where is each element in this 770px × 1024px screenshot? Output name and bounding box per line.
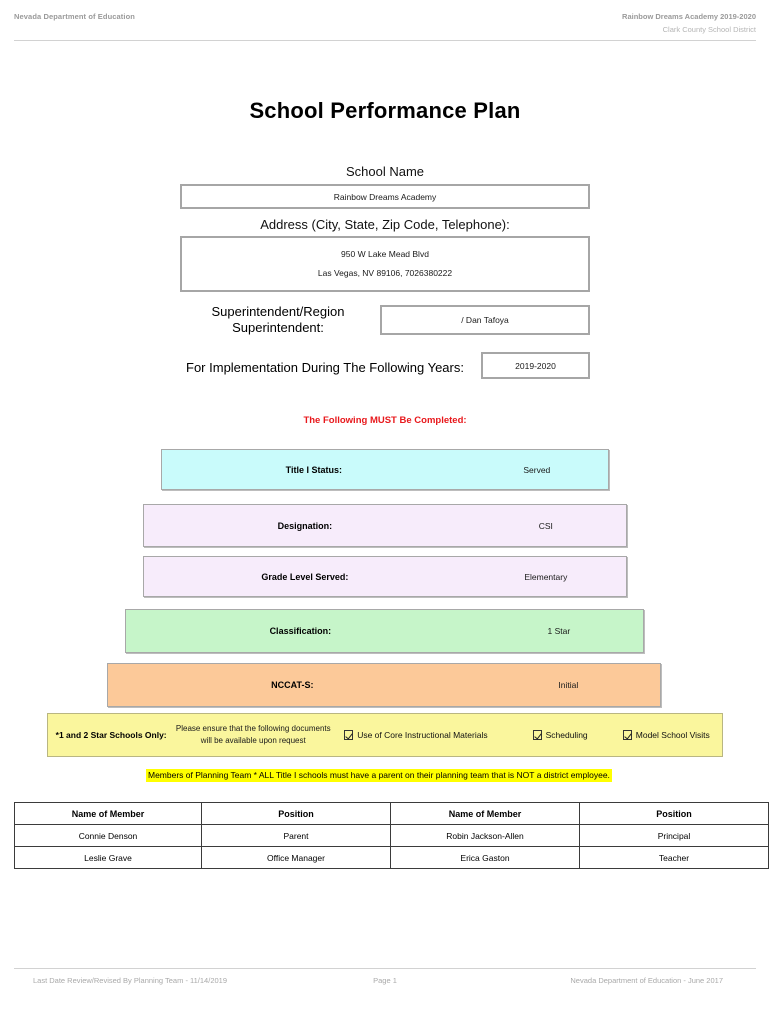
school-name-label: School Name: [345, 164, 425, 179]
column-header-position-1: Position: [201, 802, 391, 825]
page-header: Nevada Department of Education Rainbow D…: [0, 12, 770, 46]
member-position[interactable]: Teacher: [579, 846, 769, 869]
address-line-1: 950 W Lake Mead Blvd: [341, 249, 429, 259]
header-agency-name: Nevada Department of Education: [14, 12, 135, 21]
banner-label: Grade Level Served:: [261, 571, 349, 582]
footer-source: Nevada Department of Education - June 20…: [570, 976, 723, 985]
page-title: School Performance Plan: [249, 98, 521, 123]
implementation-years-field[interactable]: 2019-2020: [481, 352, 590, 379]
header-divider: [14, 40, 756, 41]
must-complete-notice: The Following MUST Be Completed:: [303, 415, 467, 426]
star-schools-note: Please ensure that the following documen…: [175, 724, 331, 745]
footer-divider: [14, 968, 756, 969]
banner-value: Served: [523, 464, 551, 475]
address-field[interactable]: 950 W Lake Mead Blvd Las Vegas, NV 89106…: [180, 236, 590, 292]
member-position[interactable]: Office Manager: [201, 846, 391, 869]
address-label: Address (City, State, Zip Code, Telephon…: [260, 217, 510, 232]
table-row: Leslie Grave Office Manager Erica Gaston…: [14, 846, 769, 869]
planning-team-note: Members of Planning Team * ALL Title I s…: [146, 769, 612, 782]
checkbox-label: Model School Visits: [635, 730, 710, 740]
banner-classification[interactable]: Classification: 1 Star: [125, 609, 644, 653]
address-line-2: Las Vegas, NV 89106, 7026380222: [317, 268, 453, 278]
banner-value: CSI: [538, 520, 553, 531]
table-header-row: Name of Member Position Name of Member P…: [14, 802, 769, 825]
header-school-year: Rainbow Dreams Academy 2019-2020: [622, 12, 756, 21]
member-name[interactable]: Erica Gaston: [390, 846, 580, 869]
column-header-position-2: Position: [579, 802, 769, 825]
implementation-years-label: For Implementation During The Following …: [186, 360, 464, 375]
banner-label: NCCAT-S:: [271, 680, 314, 690]
member-position[interactable]: Parent: [201, 824, 391, 847]
school-name-field[interactable]: Rainbow Dreams Academy: [180, 184, 590, 209]
member-name[interactable]: Robin Jackson-Allen: [390, 824, 580, 847]
checkbox-label: Use of Core Instructional Materials: [357, 730, 488, 740]
page-footer: Last Date Review/Revised By Planning Tea…: [0, 976, 770, 990]
column-header-name-2: Name of Member: [390, 802, 580, 825]
checkbox-model-school-visits[interactable]: Model School Visits: [622, 730, 722, 740]
banner-designation[interactable]: Designation: CSI: [143, 504, 627, 547]
table-row: Connie Denson Parent Robin Jackson-Allen…: [14, 824, 769, 847]
column-header-name-1: Name of Member: [14, 802, 202, 825]
checked-checkbox-icon[interactable]: [622, 730, 632, 740]
banner-nccat-s[interactable]: NCCAT-S: Initial: [107, 663, 661, 707]
banner-label: Title I Status:: [285, 464, 342, 475]
checkbox-scheduling[interactable]: Scheduling: [532, 730, 605, 740]
banner-label: Designation:: [277, 520, 333, 531]
school-name-value: Rainbow Dreams Academy: [333, 191, 437, 202]
planning-team-table: Name of Member Position Name of Member P…: [14, 802, 769, 869]
star-schools-label: *1 and 2 Star Schools Only:: [55, 730, 167, 740]
checkbox-label: Scheduling: [545, 730, 588, 740]
banner-value: Initial: [558, 680, 579, 690]
banner-grade-level-served[interactable]: Grade Level Served: Elementary: [143, 556, 627, 597]
banner-label: Classification:: [269, 626, 332, 636]
footer-page-number: Page 1: [373, 976, 397, 985]
checkbox-core-instructional-materials[interactable]: Use of Core Instructional Materials: [344, 730, 506, 740]
superintendent-value: / Dan Tafoya: [461, 315, 509, 325]
checked-checkbox-icon[interactable]: [532, 730, 542, 740]
footer-revision-date: Last Date Review/Revised By Planning Tea…: [33, 976, 228, 985]
header-district-name: Clark County School District: [662, 25, 756, 34]
member-name[interactable]: Connie Denson: [14, 824, 202, 847]
superintendent-field[interactable]: / Dan Tafoya: [380, 305, 590, 335]
star-schools-row: *1 and 2 Star Schools Only: Please ensur…: [47, 713, 723, 757]
implementation-years-value: 2019-2020: [515, 360, 556, 371]
superintendent-label: Superintendent/Region Superintendent:: [211, 304, 345, 335]
member-position[interactable]: Principal: [579, 824, 769, 847]
member-name[interactable]: Leslie Grave: [14, 846, 202, 869]
banner-title-i-status[interactable]: Title I Status: Served: [161, 449, 609, 490]
checked-checkbox-icon[interactable]: [344, 730, 354, 740]
banner-value: 1 Star: [547, 626, 571, 636]
banner-value: Elementary: [524, 571, 568, 582]
